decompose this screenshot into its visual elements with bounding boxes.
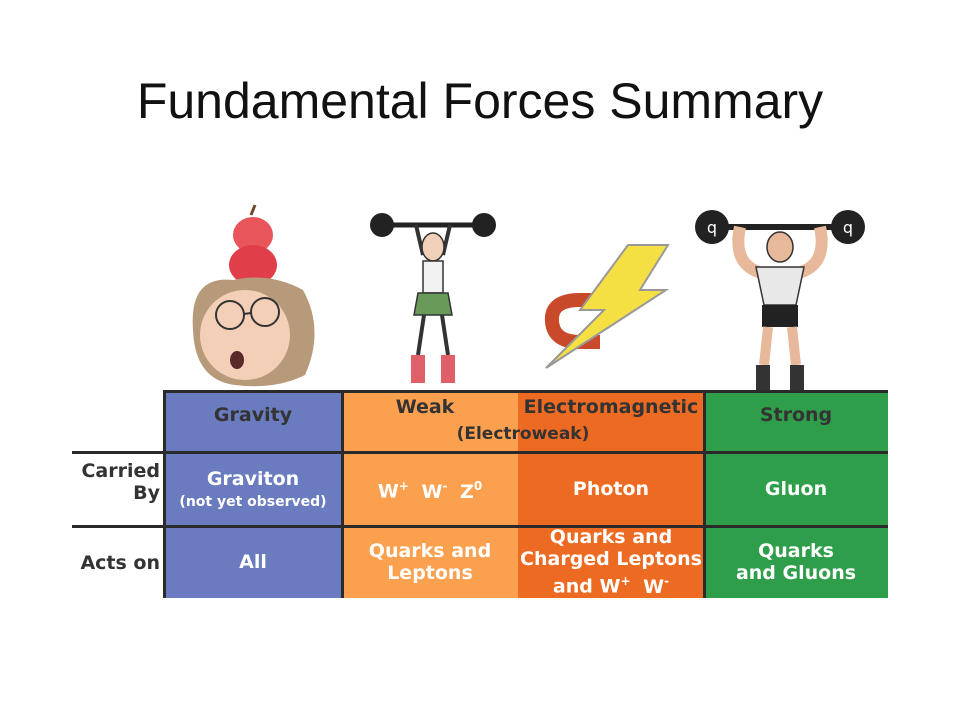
em-acts-on-line2: Charged Leptons <box>520 548 702 571</box>
em-acts-on-line3: and W+ W- <box>553 570 669 597</box>
weak-bosons-text: W+ W- Z0 <box>378 475 482 502</box>
graviton-note: (not yet observed) <box>179 494 327 510</box>
strong-acts-on-line2: and Gluons <box>735 562 857 584</box>
weak-acts-on-line1: Quarks and <box>368 540 492 562</box>
w-plus-sign: + <box>398 479 409 494</box>
slide-title: Fundamental Forces Summary <box>136 73 824 129</box>
forces-table: Gravity Weak Electromagnetic (Electrowea… <box>72 390 888 598</box>
z-zero-sign: 0 <box>473 479 483 494</box>
photon-text: Photon <box>572 478 650 500</box>
gravity-person-illustration <box>192 204 315 387</box>
electromagnetic-acts-on-cell: Quarks and Charged Leptons and W+ W- <box>518 526 704 598</box>
strong-carrier-cell: Gluon <box>704 452 888 526</box>
electromagnetic-magnet-lightning-icon <box>544 244 670 369</box>
table-col-divider-3 <box>703 390 706 598</box>
acts-on-label: Acts on <box>80 552 160 574</box>
carried-by-label-line2: By <box>133 482 160 504</box>
strong-person-illustration: q q <box>695 210 865 391</box>
electromagnetic-header-cell <box>518 390 704 452</box>
table-col-divider-1 <box>341 390 344 598</box>
w-minus-sign: - <box>442 479 448 494</box>
electromagnetic-carrier-cell: Photon <box>518 452 704 526</box>
strong-header: Strong <box>759 404 833 426</box>
strong-acts-on-line1: Quarks <box>758 540 834 562</box>
weak-acts-on-line2: Leptons <box>387 562 473 584</box>
strong-header-cell: Strong <box>704 390 888 452</box>
em-acts-on-and-w: and W <box>552 575 621 598</box>
weak-acts-on-cell: Quarks and Leptons <box>342 526 518 598</box>
electroweak-header: (Electroweak) <box>456 424 590 444</box>
w-minus-boson: W <box>421 480 443 503</box>
table-top-border <box>164 390 888 393</box>
gravity-header-cell: Gravity <box>164 390 342 452</box>
strong-acts-on-cell: Quarks and Gluons <box>704 526 888 598</box>
weak-header: Weak <box>395 396 455 418</box>
table-col-divider-0 <box>163 390 166 598</box>
gluon-text: Gluon <box>764 478 828 500</box>
weak-carrier-cell: W+ W- Z0 <box>342 452 518 526</box>
strong-weight-left-label: q <box>707 218 717 237</box>
gravity-acts-on-cell: All <box>164 526 342 598</box>
weak-person-illustration <box>370 213 496 383</box>
strong-weight-right-label: q <box>843 218 853 237</box>
carried-by-label-line1: Carried <box>81 460 160 482</box>
gravity-acts-on-text: All <box>239 551 267 573</box>
table-row-divider-2 <box>72 525 888 528</box>
weak-header-cell <box>342 390 518 452</box>
carried-by-label: Carried By <box>72 460 160 504</box>
em-w-minus-sign: - <box>664 574 670 589</box>
electromagnetic-header: Electromagnetic <box>523 396 699 418</box>
graviton-text: Graviton <box>206 468 300 490</box>
gravity-header: Gravity <box>213 404 293 426</box>
gravity-carrier-cell: Graviton (not yet observed) <box>164 452 342 526</box>
em-acts-on-w: W <box>643 575 665 598</box>
w-plus-boson: W <box>377 480 399 503</box>
em-acts-on-line1: Quarks and <box>549 526 673 549</box>
table-row-divider-1 <box>72 451 888 454</box>
em-w-plus-sign: + <box>620 574 631 589</box>
z-boson: Z <box>460 480 474 503</box>
